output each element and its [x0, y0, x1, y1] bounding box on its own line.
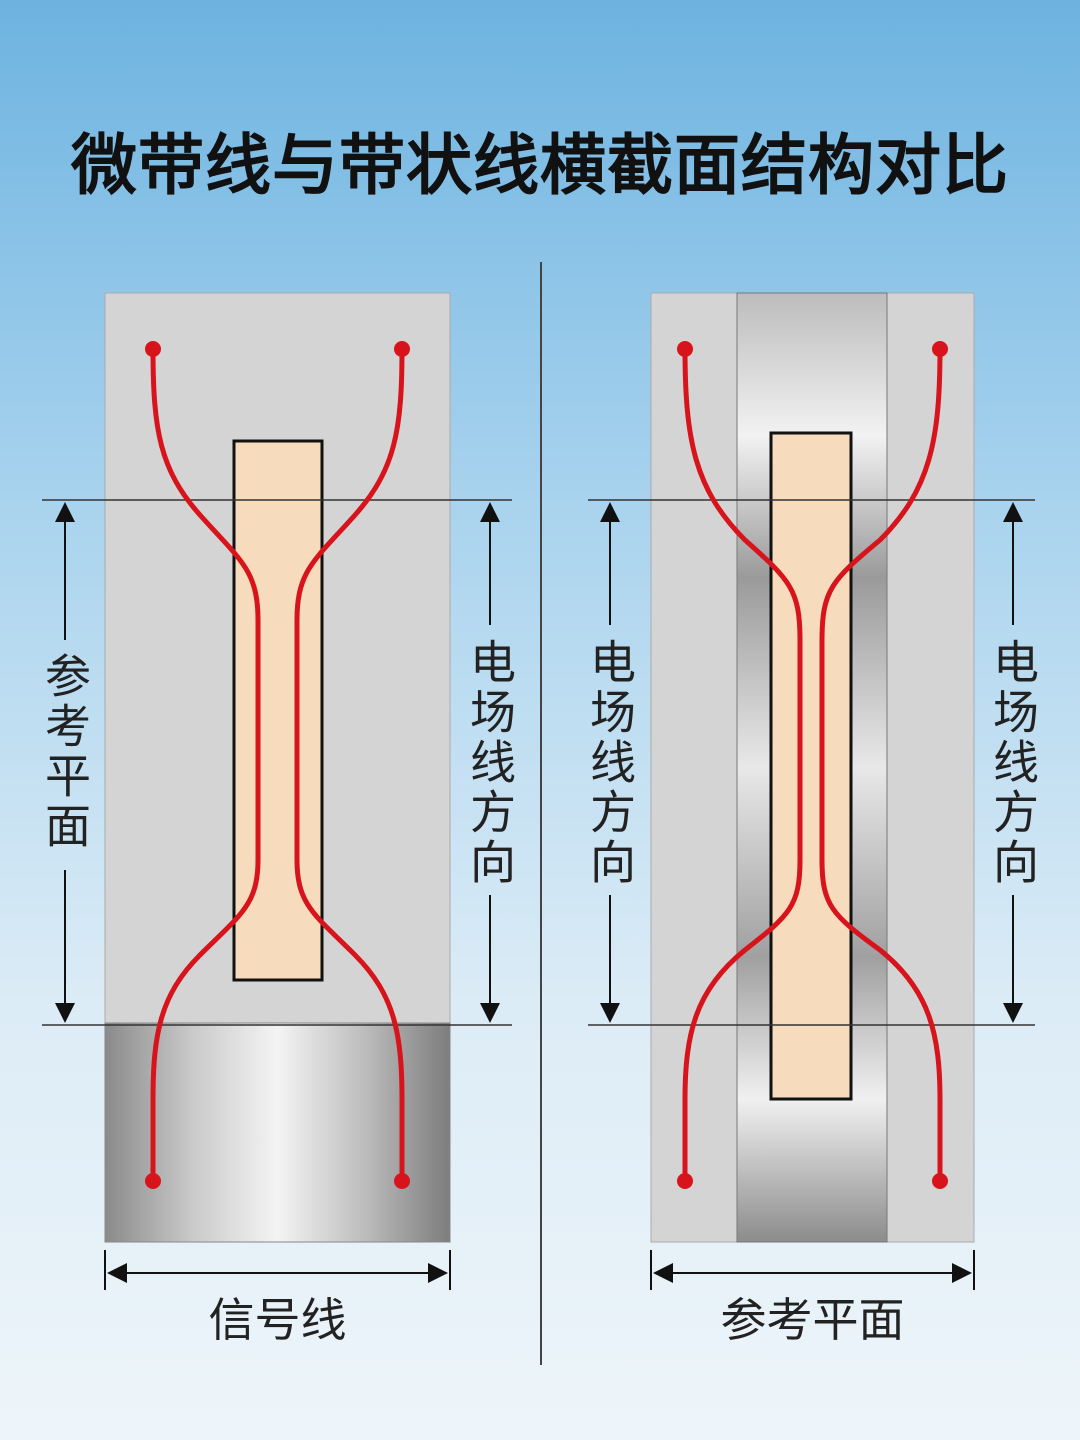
field-line-endpoints — [145, 341, 410, 1189]
dielectric-right — [886, 292, 975, 1243]
stripline-reference-plane-label: 参考平面 — [720, 1293, 905, 1347]
reference-plane-metal — [104, 1022, 451, 1243]
signal-trace — [232, 439, 324, 982]
signal-trace — [769, 431, 853, 1101]
microstrip-signal-line-label: 信号线 — [208, 1293, 347, 1347]
stripline-right-field-direction-label: 电场线方向 — [986, 638, 1040, 888]
microstrip-diagram — [42, 292, 512, 1290]
microstrip-reference-plane-label: 参考平面 — [38, 652, 92, 852]
stripline-diagram — [588, 292, 1035, 1290]
diagram-title: 微带线与带状线横截面结构对比 — [71, 127, 1009, 204]
field-line-endpoints — [677, 341, 948, 1189]
dielectric-left — [650, 292, 738, 1243]
dimension-arrows — [55, 502, 500, 1290]
field-lines — [150, 348, 405, 1181]
microstrip-field-direction-label: 电场线方向 — [463, 638, 517, 888]
field-lines — [682, 348, 943, 1181]
stripline-left-field-direction-label: 电场线方向 — [583, 638, 637, 888]
dimension-arrows — [600, 502, 1023, 1290]
